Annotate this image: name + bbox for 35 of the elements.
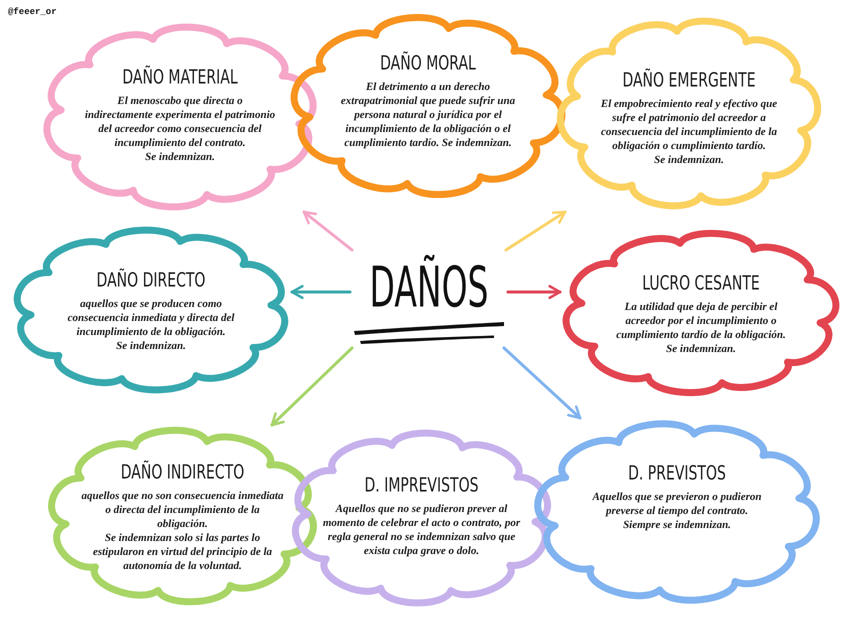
cloud-description: Se indemnizan. <box>666 342 736 356</box>
cloud-description: La utilidad que deja de percibir el acreedor por el incumplimiento o cumplimiento tardío de la obligación. <box>615 300 787 342</box>
central-title: DAÑOS <box>369 257 488 319</box>
cloud-heading: DAÑO MATERIAL <box>122 66 238 90</box>
cloud-heading: DAÑO MORAL <box>380 52 476 76</box>
author-handle: @feeer_or <box>8 7 57 18</box>
cloud-heading: D. PREVISTOS <box>628 462 726 486</box>
cloud-description: Se indemnizan. <box>654 153 724 167</box>
cloud-description: Aquellos que no se pudieron prever al momento de celebrar el acto o contrato, por regla general no se indemnizan salvo que exista culpa grave o dolo. <box>322 502 522 558</box>
cloud-heading: D. IMPREVISTOS <box>364 474 478 498</box>
cloud-description: Aquellos que se previeron o pudieron preverse al tiempo del contrato. <box>591 490 762 518</box>
cloud-bubble <box>555 15 823 212</box>
arrow <box>502 346 582 420</box>
cloud-description: Se indemnizan. <box>116 339 186 353</box>
arrow <box>302 210 354 252</box>
cloud-description: El detrimento a un derecho extrapatrimonial que puede sufrir una persona natural o jurídica por el incumplimiento de la obligación o el cumplimiento tardío. Se indemnizan. <box>340 80 516 150</box>
arrow <box>504 210 566 252</box>
cloud-description: El empobrecimiento real y efectivo que sufre el patrimonio del acreedor a consecuencia del incumplimiento de la obligación o cumplimiento tardío. <box>600 97 778 153</box>
arrow <box>290 284 352 300</box>
arrow <box>506 284 562 300</box>
cloud-bubble <box>560 228 842 398</box>
cloud-bubble <box>288 12 568 200</box>
cloud-heading: DAÑO EMERGENTE <box>622 70 756 94</box>
cloud-description: Se indemnizan solo si las partes lo estipularon en virtud del principio de la autonomía de la voluntad. <box>92 531 274 573</box>
cloud-description: El menoscabo que directa o indirectamente experimenta el patrimonio del acreedor como consecuencia del incumplimiento del contrato. <box>84 94 276 150</box>
cloud-description: Se indemnizan. <box>145 150 215 164</box>
arrow <box>270 346 354 426</box>
cloud-description: Siempre se indemnizan. <box>623 518 731 532</box>
cloud-heading: DAÑO DIRECTO <box>96 270 206 294</box>
cloud-bubble <box>45 425 320 607</box>
cloud-description: aquellos que no son consecuencia inmediata o directa del incumplimiento de la obligación. <box>82 489 284 531</box>
cloud-description: aquellos que se producen como consecuencia inmediata y directa del incumplimiento de la obligación. <box>66 297 236 339</box>
cloud-heading: LUCRO CESANTE <box>642 272 760 296</box>
cloud-heading: DAÑO INDIRECTO <box>120 462 244 486</box>
cloud-bubble <box>532 418 822 606</box>
